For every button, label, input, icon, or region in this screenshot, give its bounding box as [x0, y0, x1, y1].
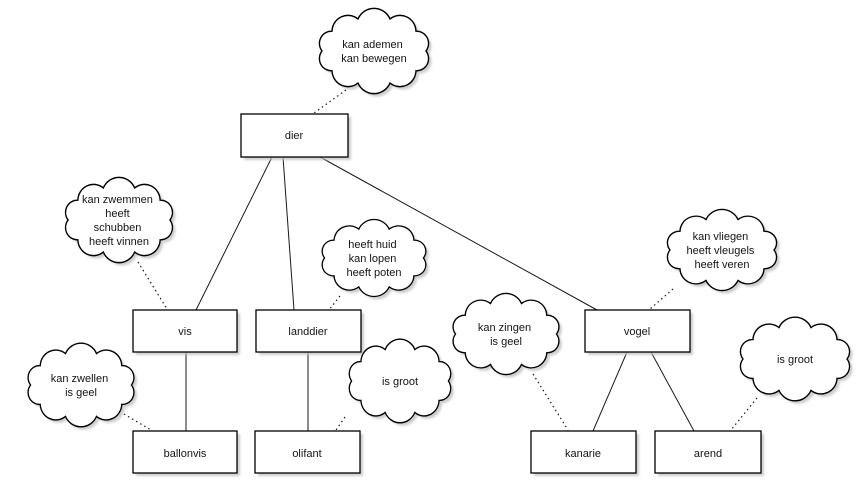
cloud-landdier[interactable]: heeft huid kan lopen heeft poten: [321, 218, 427, 298]
node-arend[interactable]: arend: [654, 430, 762, 474]
solid-edges: [185, 156, 695, 432]
cloud-text-kanarie: kan zingen is geel: [478, 322, 534, 348]
node-ballonvis[interactable]: ballonvis: [132, 430, 238, 474]
cloud-text-ballonvis: kan zwellen is geel: [51, 373, 112, 399]
node-label-landdier: landdier: [288, 326, 327, 338]
node-label-vis: vis: [178, 326, 192, 338]
cloud-shape-ballonvis[interactable]: [27, 342, 135, 428]
cloud-shape-dier[interactable]: [318, 7, 430, 95]
node-box-kanarie[interactable]: [530, 430, 637, 474]
cloud-shape-vis[interactable]: [64, 176, 174, 264]
cloud-text-olifant: is groot: [382, 376, 418, 388]
cloud-vis[interactable]: kan zwemmen heeft schubben heeft vinnen: [64, 176, 174, 264]
dotted-edge-dier-cloud: [313, 89, 347, 114]
dotted-edge-arend-cloud: [730, 397, 758, 431]
cloud-olifant[interactable]: is groot: [348, 338, 452, 424]
node-box-dier[interactable]: [240, 113, 349, 158]
node-box-ballonvis[interactable]: [132, 430, 238, 474]
node-box-arend[interactable]: [654, 430, 762, 474]
node-label-arend: arend: [694, 448, 722, 460]
node-label-dier: dier: [285, 130, 304, 142]
cloud-arend[interactable]: is groot: [739, 316, 851, 402]
edge-dier-landdier: [282, 156, 295, 311]
node-vogel[interactable]: vogel: [584, 309, 691, 353]
dotted-edge-landdier-cloud: [328, 295, 341, 311]
cloud-ballonvis[interactable]: kan zwellen is geel: [27, 342, 135, 428]
dotted-edge-vogel-cloud: [649, 288, 674, 310]
node-label-kanarie: kanarie: [565, 448, 601, 460]
cloud-text-vogel: kan vliegen heeft vleugels heeft veren: [687, 231, 758, 271]
edge-dier-vis: [195, 156, 273, 311]
cloud-text-dier: kan ademen kan bewegen: [341, 39, 406, 65]
cloud-text-landdier: heeft huid kan lopen heeft poten: [346, 239, 401, 279]
cloud-dier[interactable]: kan ademen kan bewegen: [318, 7, 430, 95]
node-label-vogel: vogel: [624, 326, 650, 338]
node-box-olifant[interactable]: [254, 430, 361, 474]
node-label-ballonvis: ballonvis: [164, 448, 207, 460]
dotted-edge-vis-cloud: [137, 261, 168, 310]
cloud-vogel[interactable]: kan vliegen heeft vleugels heeft veren: [666, 208, 778, 292]
node-dier[interactable]: dier: [240, 113, 349, 158]
node-kanarie[interactable]: kanarie: [530, 430, 637, 474]
edge-dier-vogel: [319, 156, 598, 311]
dotted-edge-ballonvis-cloud: [123, 413, 152, 431]
node-box-vis[interactable]: [132, 309, 238, 353]
node-vis[interactable]: vis: [132, 309, 238, 353]
edge-vogel-kanarie: [592, 351, 628, 432]
node-box-vogel[interactable]: [584, 309, 691, 353]
node-olifant[interactable]: olifant: [254, 430, 361, 474]
cloud-text-vis: kan zwemmen heeft schubben heeft vinnen: [82, 194, 156, 248]
cloud-kanarie[interactable]: kan zingen is geel: [452, 292, 560, 376]
dotted-edges: [123, 89, 758, 431]
node-box-landdier[interactable]: [255, 309, 362, 353]
dotted-edge-kanarie-cloud: [532, 373, 569, 431]
node-label-olifant: olifant: [292, 448, 321, 460]
dotted-edge-olifant-cloud: [335, 416, 346, 431]
node-landdier[interactable]: landdier: [255, 309, 362, 353]
cloud-text-arend: is groot: [777, 354, 813, 366]
cloud-shape-kanarie[interactable]: [452, 292, 560, 376]
edge-vogel-arend: [650, 351, 695, 432]
